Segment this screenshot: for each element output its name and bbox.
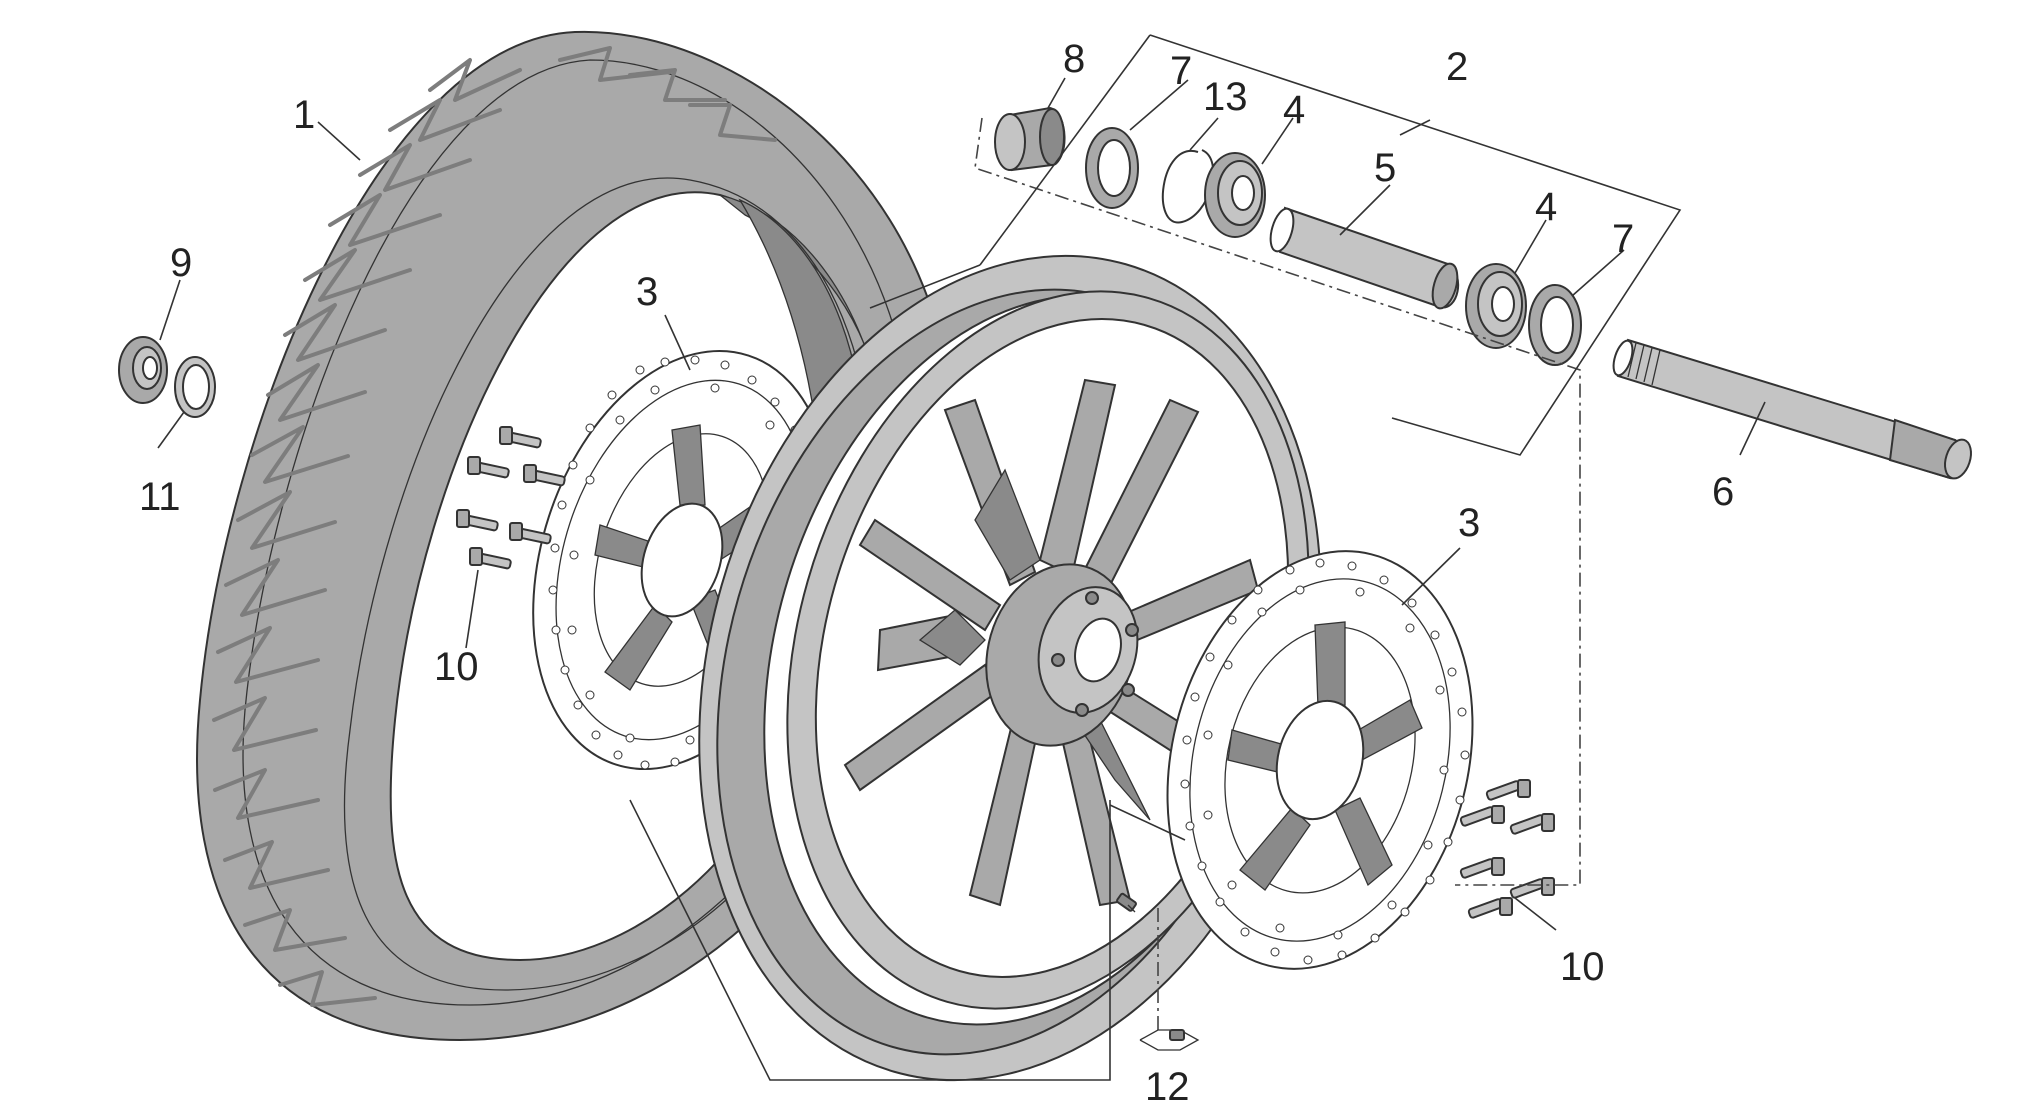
bushing-part-8 bbox=[994, 106, 1066, 172]
callout-10-right: 10 bbox=[1560, 945, 1605, 989]
brake-disc-right bbox=[1166, 550, 1474, 970]
leader-lines bbox=[157, 77, 1766, 1081]
spacer-tube-part-5 bbox=[1269, 206, 1459, 310]
callout-2: 2 bbox=[1446, 45, 1468, 89]
disc-bolts-left bbox=[456, 426, 566, 570]
callout-1: 1 bbox=[293, 93, 315, 137]
callout-11: 11 bbox=[139, 475, 181, 519]
tyre-tread-pattern bbox=[212, 46, 777, 1007]
callout-4-left: 4 bbox=[1283, 88, 1305, 132]
callout-7-left: 7 bbox=[1170, 49, 1192, 93]
callout-13: 13 bbox=[1203, 75, 1248, 119]
callout-9: 9 bbox=[170, 241, 192, 285]
tyre-valve bbox=[1116, 892, 1137, 913]
bearing-kit-group-outline bbox=[869, 34, 1682, 886]
bearing-part-4-right bbox=[1465, 263, 1527, 349]
callout-8: 8 bbox=[1063, 37, 1085, 81]
callout-12: 12 bbox=[1145, 1065, 1190, 1105]
rim-spokes bbox=[843, 378, 1260, 907]
callout-7-right: 7 bbox=[1612, 217, 1634, 261]
callout-6: 6 bbox=[1712, 470, 1734, 514]
callout-labels: 1 2 3 3 4 4 5 6 7 7 8 9 10 10 11 12 13 bbox=[139, 37, 1734, 1105]
disc-bolts-right bbox=[1459, 779, 1555, 919]
callout-3-left: 3 bbox=[636, 270, 658, 314]
axle-part-6 bbox=[1612, 338, 1972, 480]
wheel-hub bbox=[985, 563, 1139, 747]
seal-part-7-right bbox=[1528, 284, 1582, 366]
washer-part-11 bbox=[174, 356, 216, 418]
callout-3-right: 3 bbox=[1458, 501, 1480, 545]
callout-5: 5 bbox=[1374, 146, 1396, 190]
spacer-part-9 bbox=[118, 336, 168, 404]
callout-4-right: 4 bbox=[1535, 185, 1557, 229]
bearing-part-4-left bbox=[1204, 152, 1266, 238]
callout-10-left: 10 bbox=[434, 645, 479, 689]
seal-part-7-left bbox=[1085, 127, 1139, 209]
